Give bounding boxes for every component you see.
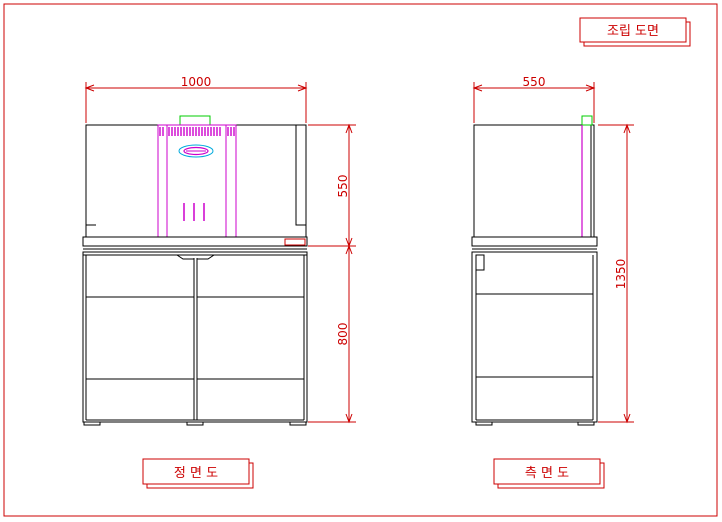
front-width-label: 1000 (181, 75, 212, 89)
tank-outline (85, 124, 307, 238)
front-view-caption-box: 정 면 도 (142, 458, 254, 489)
lid-handle (179, 115, 211, 126)
side-view-caption-box: 측 면 도 (493, 458, 605, 489)
side-width-label: 550 (523, 75, 546, 89)
light-led-strip (159, 127, 235, 136)
side-height-label: 1350 (614, 259, 628, 290)
light-unit (157, 124, 237, 238)
front-view: 1000 (82, 75, 356, 489)
cabinet-body (82, 251, 308, 426)
side-view-caption: 측 면 도 (525, 466, 569, 481)
side-cabinet (471, 236, 598, 426)
title-box: 조립 도면 (579, 17, 691, 47)
title-label: 조립 도면 (607, 24, 659, 39)
side-height-dimension (598, 123, 634, 424)
brand-logo (178, 144, 214, 158)
side-tank (473, 124, 595, 238)
side-width-dimension (472, 82, 596, 123)
filter-tubes (183, 203, 205, 221)
front-height-dimensions (308, 123, 356, 424)
front-width-dimension (84, 82, 308, 123)
drawing-frame (3, 3, 718, 517)
side-view: 550 1350 (471, 75, 634, 489)
front-lower-height-label: 800 (336, 323, 350, 346)
front-upper-height-label: 550 (336, 175, 350, 198)
front-view-caption: 정 면 도 (174, 466, 218, 481)
cabinet-top (82, 236, 308, 253)
side-lid-handle (581, 115, 593, 126)
